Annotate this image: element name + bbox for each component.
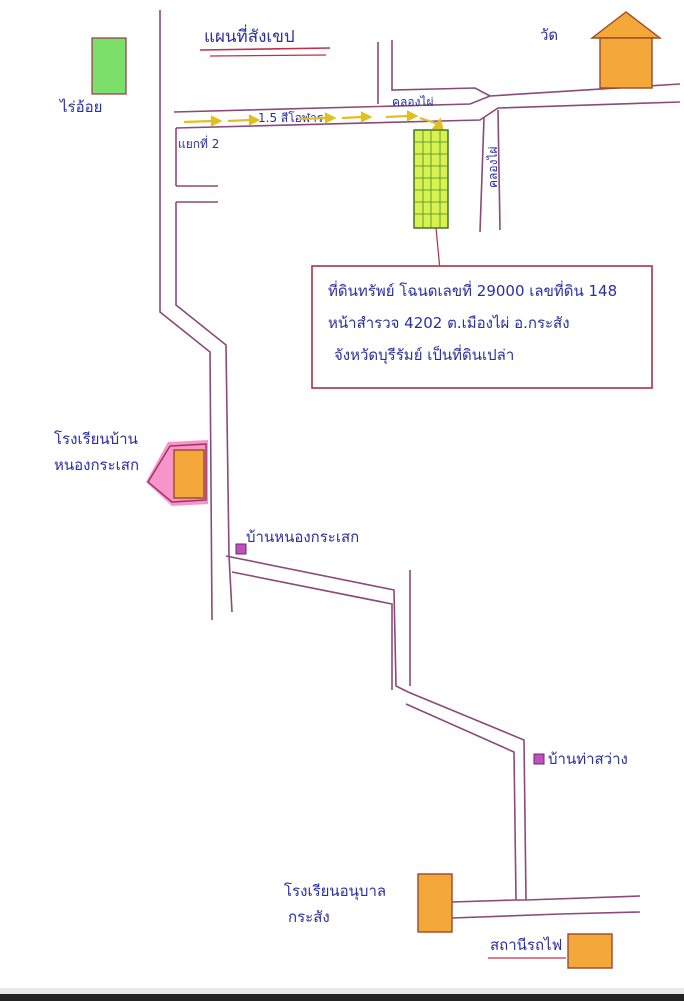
- temple-roof: [589, 11, 663, 39]
- label-wat: วัด: [540, 26, 558, 44]
- label-school-left-1: โรงเรียนบ้าน: [54, 430, 138, 448]
- note-box: [311, 265, 653, 389]
- side-road-right: [497, 109, 501, 231]
- label-school-left-2: หนองกระเสก: [54, 456, 139, 474]
- main-road-left-edge: [159, 10, 213, 621]
- label-station: สถานีรถไฟ: [490, 936, 562, 954]
- title-underline-2: [209, 54, 327, 57]
- label-village-tha: บ้านท่าสว่าง: [548, 750, 628, 768]
- note-line-2: หน้าสำรวจ 4202 ต.เมืองไผ่ อ.กระสัง: [328, 314, 570, 332]
- kindergarten-building: [417, 873, 453, 933]
- top-road-upper-edge: [173, 83, 681, 113]
- note-line-1: ที่ดินทรัพย์ โฉนดเลขที่ 29000 เลขที่ดิน …: [328, 280, 617, 300]
- label-road-name: 1.5 สีโอฬาร: [258, 111, 324, 125]
- plot-grid: [414, 130, 448, 228]
- school-building: [173, 449, 205, 499]
- label-khlong-phai: คลองไผ่: [392, 95, 434, 109]
- land-plot: [413, 129, 449, 229]
- note-line-3: จังหวัดบุรีรัมย์ เป็นที่ดินเปล่า: [334, 344, 514, 365]
- east-road-lower-3: [405, 703, 517, 901]
- school-nong-krasek: [146, 440, 208, 506]
- roads: [159, 10, 681, 919]
- bottom-road-lower: [451, 911, 641, 919]
- label-khlong-side: คลองไผ่: [486, 146, 500, 188]
- label-kindergarten-1: โรงเรียนอนุบาล: [284, 882, 386, 901]
- east-road-upper: [225, 555, 527, 901]
- school-outline: [147, 443, 207, 503]
- bottom-road-upper: [451, 895, 641, 903]
- label-rai-oi: ไร่อ้อย: [59, 98, 102, 116]
- station-building: [567, 933, 613, 969]
- village-nong-marker: [235, 543, 247, 555]
- page-bottom-edge: [0, 994, 684, 1001]
- plot-pointer: [435, 227, 441, 271]
- village-tha-marker: [533, 753, 545, 765]
- label-kindergarten-2: กระสัง: [288, 908, 330, 926]
- label-village-nong: บ้านหนองกระเสก: [246, 528, 359, 546]
- temple-body: [599, 37, 653, 89]
- khlong-branch-right: [391, 40, 491, 97]
- direction-arrows: [183, 110, 444, 130]
- map-title: แผนที่สังเขป: [204, 24, 295, 47]
- title-underline: [199, 47, 331, 51]
- temple: [589, 11, 663, 89]
- east-road-lower: [231, 571, 393, 690]
- sugarcane-field: [91, 37, 127, 95]
- label-yaek-2: แยกที่ 2: [178, 135, 219, 151]
- side-road-left: [479, 117, 485, 233]
- top-road-lower-edge: [175, 101, 681, 129]
- main-road-right-edge: [175, 202, 233, 613]
